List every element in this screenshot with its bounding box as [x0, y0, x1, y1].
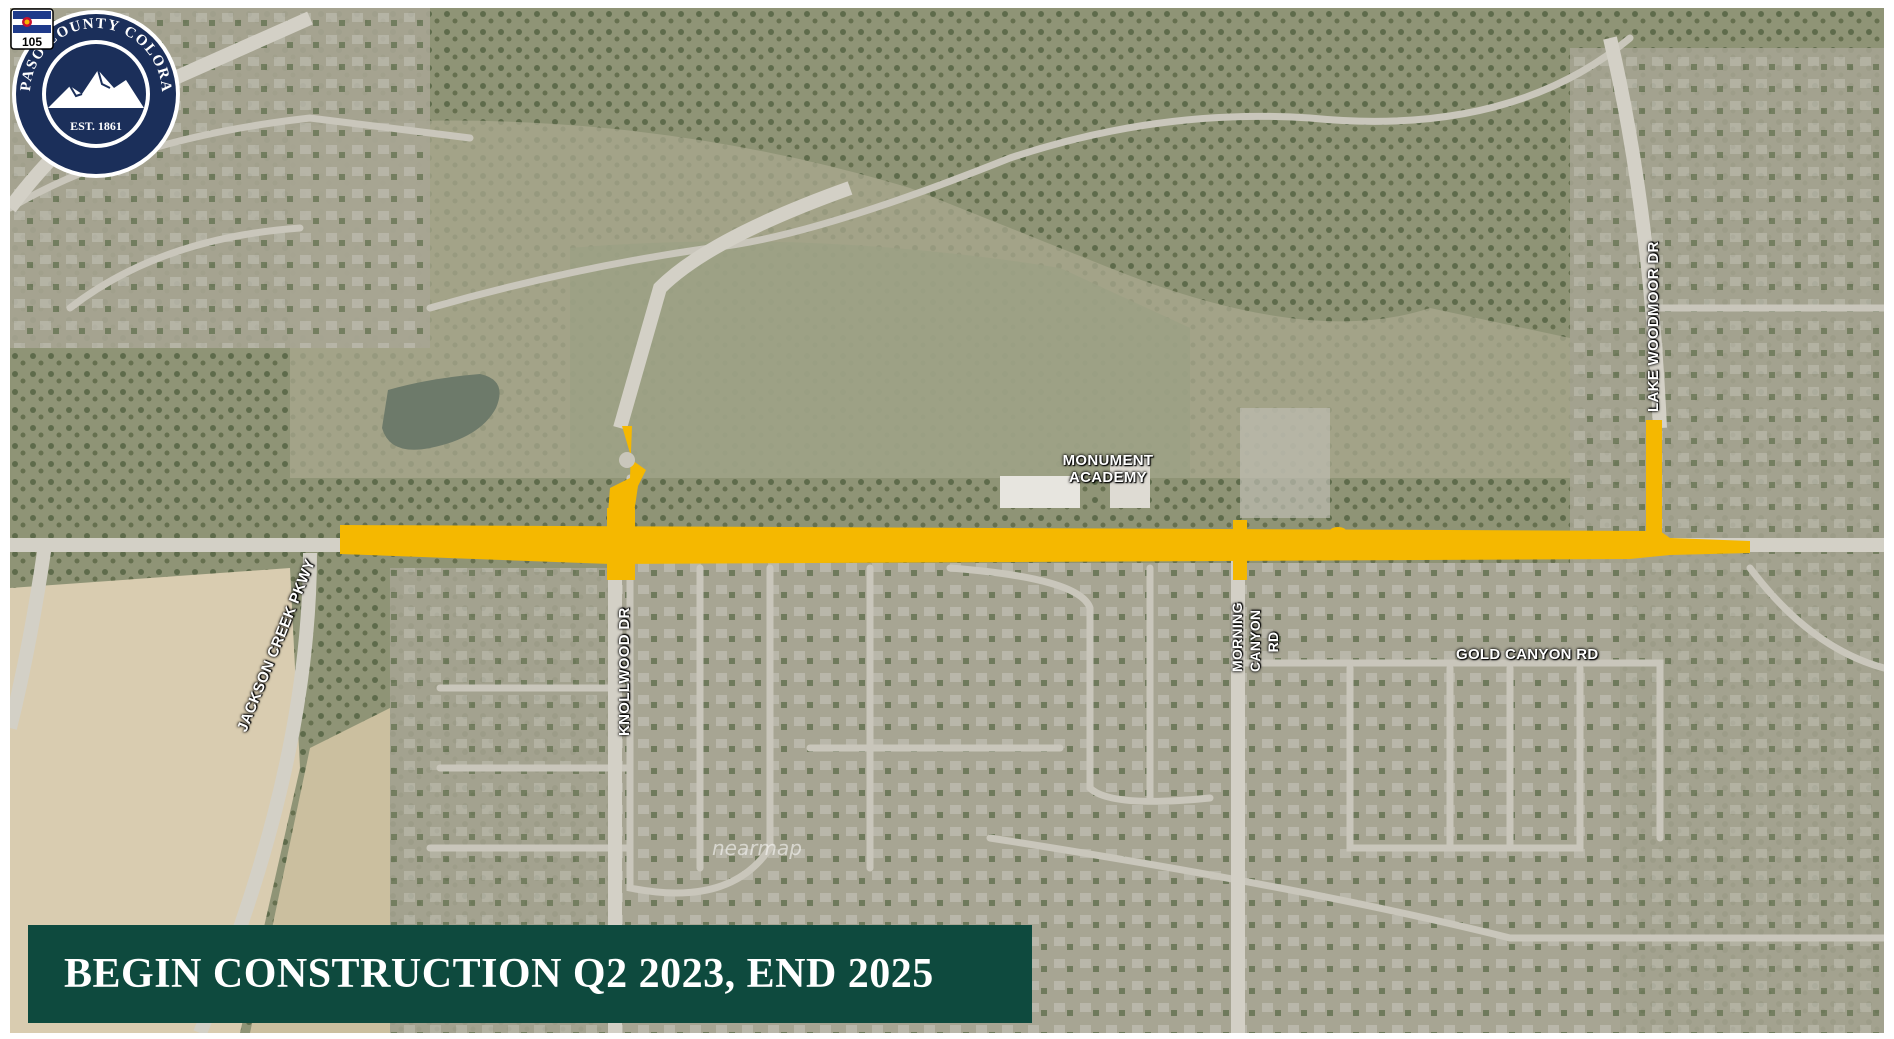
median-highlight [1330, 527, 1346, 535]
label-gold-canyon-rd: GOLD CANYON RD [1456, 646, 1599, 663]
project-highlight [340, 420, 1750, 580]
graded-dirt-area [10, 568, 300, 1033]
label-morning-canyon-rd: MORNING CANYON RD [1229, 602, 1281, 672]
el-paso-county-seal: EL PASO COUNTY COLORADO EST. 1861 [10, 8, 180, 178]
banner-text: BEGIN CONSTRUCTION Q2 2023, END 2025 [64, 951, 934, 997]
knollwood-north-highlight [608, 426, 646, 513]
morning-canyon-highlight [1233, 520, 1247, 580]
nearmap-watermark: nearmap [712, 836, 802, 860]
parking-lot [1240, 408, 1330, 518]
label-lake-woodmoor-dr: LAKE WOODMOOR DR [1645, 241, 1662, 412]
label-monument-academy: MONUMENT ACADEMY [1062, 452, 1154, 486]
label-knollwood-dr: KNOLLWOOD DR [616, 607, 633, 736]
local-streets [10, 34, 1884, 942]
seal-est: EST. 1861 [70, 119, 122, 133]
school-building [1000, 476, 1080, 508]
map-canvas [10, 8, 1884, 1033]
mountain-icon [48, 70, 144, 108]
roundabout-center [619, 452, 635, 468]
school-annex [1110, 458, 1150, 508]
aerial-map: EL PASO COUNTY COLORADO EST. 1861 105 KN… [10, 8, 1884, 1033]
pond [382, 374, 500, 450]
scrub-area [570, 241, 1190, 478]
highway-number: 105 [22, 35, 42, 49]
lake-woodmoor-highlight [1646, 420, 1662, 536]
knollwood-dr-highlight [607, 508, 635, 580]
colorado-highway-shield-icon: 105 [10, 8, 54, 50]
construction-banner: BEGIN CONSTRUCTION Q2 2023, END 2025 [28, 925, 1032, 1023]
highway-105-highlight [340, 525, 1750, 564]
